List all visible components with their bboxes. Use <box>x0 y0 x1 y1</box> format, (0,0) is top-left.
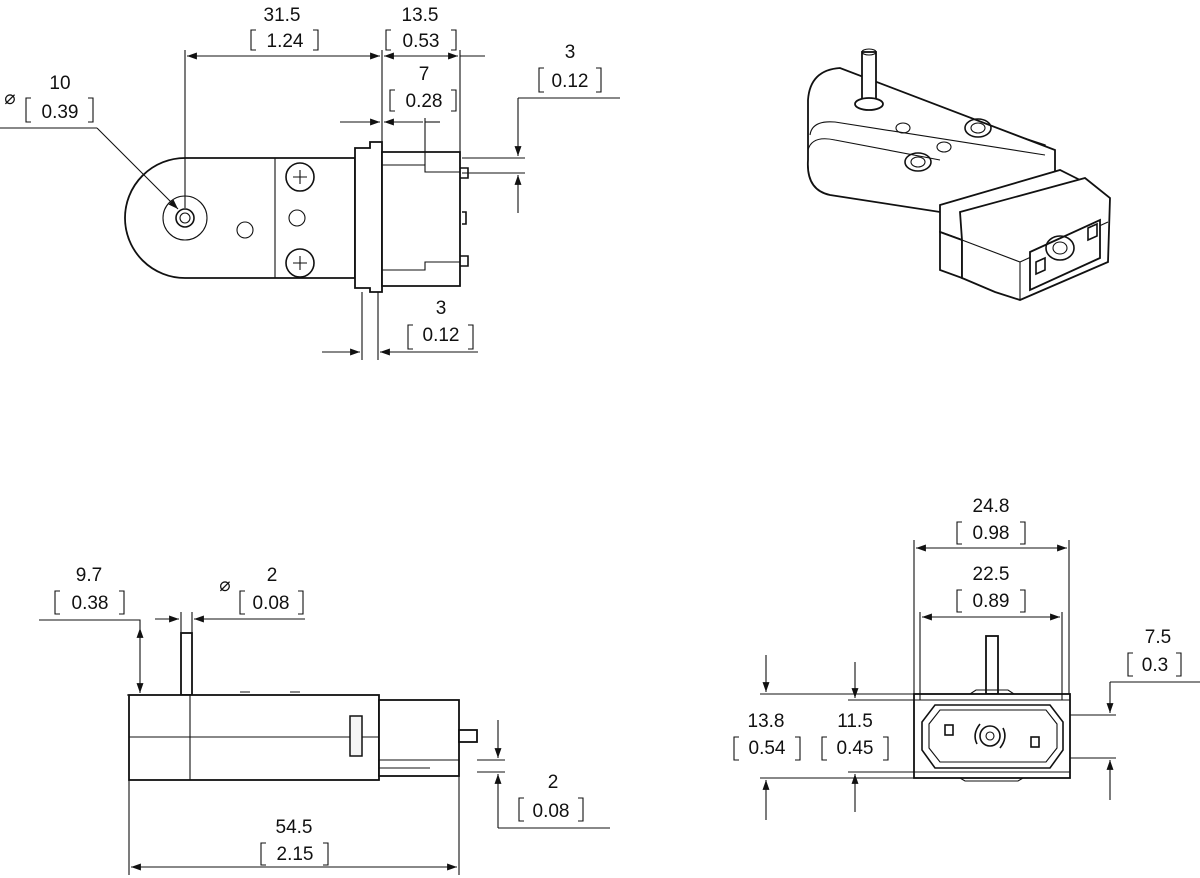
screw-icon <box>285 162 315 192</box>
side-view: 9.7 0.38 ⌀ 2 0.08 2 0.08 54.5 2.15 <box>39 565 610 875</box>
dim-side-diameter-mm: 2 <box>267 565 278 586</box>
dim-54-5-mm: 54.5 <box>276 817 313 838</box>
dim-3-right-in: 0.12 <box>552 71 589 92</box>
dim-13-5-mm: 13.5 <box>402 5 439 26</box>
dim-side-2-mm: 2 <box>548 772 559 793</box>
dim-13-8-mm: 13.8 <box>748 711 785 732</box>
isometric-view <box>807 48 1111 301</box>
dim-11-5-in: 0.45 <box>837 738 874 759</box>
dim-10-in: 0.39 <box>42 102 79 123</box>
dim-3-right-mm: 3 <box>565 42 576 63</box>
dim-3-bottom-in: 0.12 <box>423 325 460 346</box>
dim-9-7-in: 0.38 <box>72 593 109 614</box>
dim-3-bottom-mm: 3 <box>436 298 447 319</box>
dim-10-mm: 10 <box>49 73 70 94</box>
dim-31-5-in: 1.24 <box>267 31 304 52</box>
dim-9-7-mm: 9.7 <box>76 565 102 586</box>
screw-icon <box>285 248 315 278</box>
screw-icon <box>904 152 932 172</box>
dim-7-5-in: 0.3 <box>1142 655 1168 676</box>
dim-13-8-in: 0.54 <box>749 738 786 759</box>
dim-54-5-in: 2.15 <box>277 844 314 865</box>
end-view: 24.8 0.98 22.5 0.89 7.5 0.3 13.8 0.54 11… <box>733 496 1200 820</box>
diameter-symbol: ⌀ <box>4 88 15 109</box>
dim-side-diameter-in: 0.08 <box>253 593 290 614</box>
dim-22-5-mm: 22.5 <box>973 564 1010 585</box>
side-diameter-symbol: ⌀ <box>219 575 230 596</box>
dim-side-2-in: 0.08 <box>533 801 570 822</box>
dim-7-in: 0.28 <box>406 91 443 112</box>
dim-13-5-in: 0.53 <box>403 31 440 52</box>
top-view: 31.5 1.24 13.5 0.53 7 0.28 3 0.12 3 0.12 <box>0 5 620 360</box>
dim-22-5-in: 0.89 <box>973 591 1010 612</box>
dim-24-8-in: 0.98 <box>973 523 1010 544</box>
screw-icon <box>964 118 992 138</box>
dim-24-8-mm: 24.8 <box>973 496 1010 517</box>
dim-7-5-mm: 7.5 <box>1145 627 1171 648</box>
dim-31-5-mm: 31.5 <box>264 5 301 26</box>
dim-7-mm: 7 <box>419 64 430 85</box>
dim-11-5-mm: 11.5 <box>837 711 873 732</box>
